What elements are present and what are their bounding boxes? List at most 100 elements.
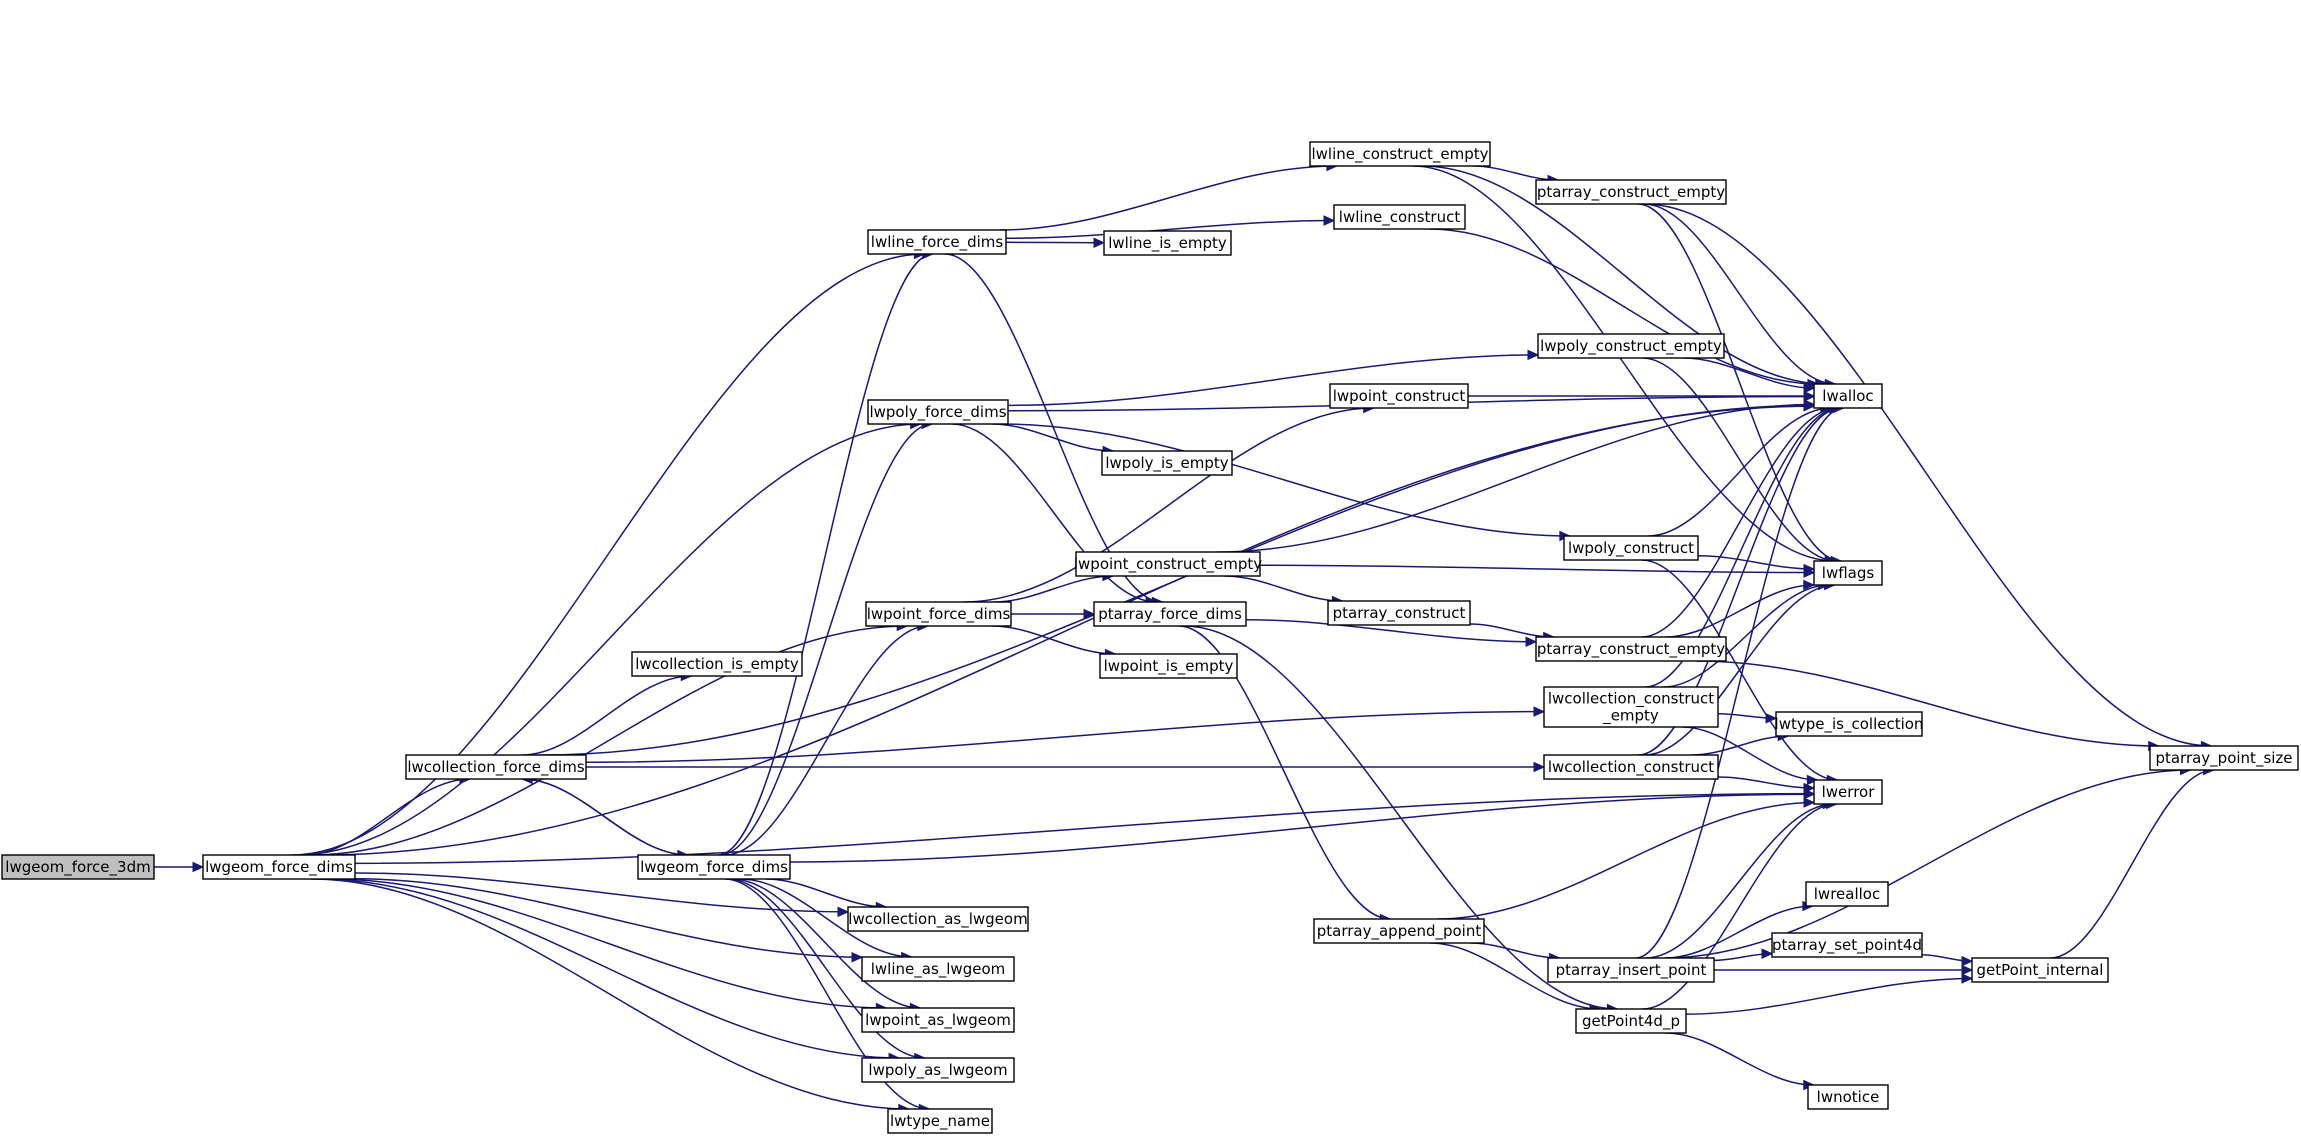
- node-box-lwtype_name[interactable]: [887, 1108, 993, 1134]
- node-lwcollection_construct[interactable]: lwcollection_construct: [1543, 754, 1719, 780]
- edge-lwline_construct-to-lwalloc: [1429, 228, 1818, 385]
- node-box-lwline_is_empty[interactable]: [1103, 230, 1232, 256]
- node-lwpoly_as_lwgeom[interactable]: lwpoly_as_lwgeom: [861, 1057, 1015, 1083]
- node-lwrealloc[interactable]: lwrealloc: [1805, 881, 1889, 907]
- node-getPoint4d_p[interactable]: getPoint4d_p: [1575, 1008, 1687, 1034]
- node-lwtype_name[interactable]: lwtype_name: [887, 1108, 993, 1134]
- node-lwpoly_is_empty[interactable]: lwpoly_is_empty: [1101, 450, 1233, 476]
- node-box-lwpoint_construct[interactable]: [1329, 383, 1469, 409]
- node-lwpoint_is_empty[interactable]: lwpoint_is_empty: [1099, 653, 1238, 679]
- node-label-lwcollection_is_empty: lwcollection_is_empty: [635, 655, 799, 674]
- node-box-lwpoint_construct_empty[interactable]: [1075, 551, 1261, 577]
- edge-lwcollection_construct-to-lwalloc: [1638, 407, 1841, 756]
- node-box-lwpoint_force_dims[interactable]: [865, 601, 1012, 627]
- node-box-lwnotice[interactable]: [1807, 1084, 1889, 1110]
- node-label-ptarray_insert_point: ptarray_insert_point: [1556, 961, 1707, 980]
- node-box-ptarray_construct_empty_top[interactable]: [1535, 179, 1727, 205]
- edge-ptarray_insert_point-to-lwerror: [1645, 803, 1834, 959]
- edge-lwgeom_force_dims_1-to-lwpoly_as_lwgeom: [317, 878, 900, 1059]
- node-ptarray_point_size[interactable]: ptarray_point_size: [2149, 745, 2299, 771]
- arrowhead-lwcollection_construct_empty-to-lwerror: [1806, 774, 1819, 786]
- node-ptarray_insert_point[interactable]: ptarray_insert_point: [1547, 957, 1715, 983]
- edge-lwgeom_force_dims_2-to-lwcollection_as_lwgeom: [765, 878, 887, 908]
- node-box-lwalloc[interactable]: [1813, 383, 1883, 409]
- node-box-lwtype_is_collection[interactable]: [1775, 711, 1923, 737]
- node-box-getPoint_internal[interactable]: [1971, 957, 2109, 983]
- arrowhead-ptarray_insert_point-to-getPoint_internal: [1961, 964, 1974, 976]
- node-ptarray_construct_empty_mid[interactable]: ptarray_construct_empty: [1535, 636, 1727, 662]
- node-box-lwline_as_lwgeom[interactable]: [861, 956, 1015, 982]
- node-box-ptarray_point_size[interactable]: [2149, 745, 2299, 771]
- edge-lwgeom_force_dims_1-to-lwpoint_as_lwgeom: [330, 878, 887, 1009]
- node-box-lwcollection_construct_empty[interactable]: [1543, 686, 1719, 728]
- node-lwline_as_lwgeom[interactable]: lwline_as_lwgeom: [861, 956, 1015, 982]
- node-lwpoint_construct_empty[interactable]: lwpoint_construct_empty: [1074, 551, 1262, 577]
- node-label-lwgeom_force_3dm: lwgeom_force_3dm: [5, 858, 150, 877]
- node-box-ptarray_construct_empty_mid[interactable]: [1535, 636, 1727, 662]
- node-box-lwpoly_construct_empty[interactable]: [1537, 333, 1725, 359]
- node-box-ptarray_force_dims[interactable]: [1093, 601, 1247, 627]
- arrowhead-lwgeom_force_dims_1-to-lwline_as_lwgeom: [851, 951, 864, 963]
- node-label-lwgeom_force_dims_1: lwgeom_force_dims: [205, 858, 353, 877]
- edge-lwpoly_construct-to-lwflags: [1697, 554, 1815, 570]
- node-box-lwcollection_as_lwgeom[interactable]: [847, 906, 1029, 932]
- node-box-ptarray_construct[interactable]: [1327, 600, 1471, 626]
- node-label-lwpoly_force_dims: lwpoly_force_dims: [869, 403, 1006, 422]
- node-lwpoly_construct_empty[interactable]: lwpoly_construct_empty: [1537, 333, 1725, 359]
- node-box-lwgeom_force_dims_2[interactable]: [637, 854, 791, 880]
- node-box-lwpoint_as_lwgeom[interactable]: [861, 1007, 1015, 1033]
- node-ptarray_append_point[interactable]: ptarray_append_point: [1313, 918, 1485, 944]
- node-lwpoly_construct[interactable]: lwpoly_construct: [1563, 535, 1699, 561]
- node-lwcollection_force_dims[interactable]: lwcollection_force_dims: [405, 754, 587, 780]
- node-lwpoint_construct[interactable]: lwpoint_construct: [1329, 383, 1469, 409]
- node-box-lwpoly_force_dims[interactable]: [867, 399, 1009, 425]
- node-box-lwline_construct_empty[interactable]: [1309, 141, 1491, 167]
- node-lwline_is_empty[interactable]: lwline_is_empty: [1103, 230, 1232, 256]
- node-box-lwpoly_as_lwgeom[interactable]: [861, 1057, 1015, 1083]
- node-lwalloc[interactable]: lwalloc: [1813, 383, 1883, 409]
- node-box-lwpoint_is_empty[interactable]: [1099, 653, 1238, 679]
- edge-lwgeom_force_dims_1-to-lwpoly_force_dims: [296, 423, 921, 856]
- node-lwgeom_force_dims_2[interactable]: lwgeom_force_dims: [637, 854, 791, 880]
- node-ptarray_construct_empty_top[interactable]: ptarray_construct_empty: [1535, 179, 1727, 205]
- node-box-getPoint4d_p[interactable]: [1575, 1008, 1687, 1034]
- node-box-ptarray_append_point[interactable]: [1313, 918, 1485, 944]
- node-box-lwcollection_force_dims[interactable]: [405, 754, 587, 780]
- node-box-lwpoly_is_empty[interactable]: [1101, 450, 1233, 476]
- node-lwcollection_is_empty[interactable]: lwcollection_is_empty: [631, 651, 803, 677]
- edge-ptarray_append_point-to-lwerror: [1437, 801, 1815, 920]
- node-lwgeom_force_dims_1[interactable]: lwgeom_force_dims: [202, 854, 356, 880]
- node-lwpoint_as_lwgeom[interactable]: lwpoint_as_lwgeom: [861, 1007, 1015, 1033]
- edge-lwpoly_force_dims-to-lwpoly_construct: [999, 423, 1570, 537]
- node-lwnotice[interactable]: lwnotice: [1807, 1084, 1889, 1110]
- node-box-ptarray_insert_point[interactable]: [1547, 957, 1715, 983]
- node-lwline_construct[interactable]: lwline_construct: [1333, 204, 1466, 230]
- node-box-lwpoly_construct[interactable]: [1563, 535, 1699, 561]
- node-box-lwline_construct[interactable]: [1333, 204, 1466, 230]
- node-lwcollection_construct_empty[interactable]: lwcollection_construct_empty: [1543, 686, 1719, 728]
- node-box-ptarray_set_point4d[interactable]: [1771, 932, 1923, 958]
- node-label-lwgeom_force_dims_2: lwgeom_force_dims: [640, 858, 788, 877]
- node-box-lwgeom_force_dims_1[interactable]: [202, 854, 356, 880]
- node-lwerror[interactable]: lwerror: [1813, 779, 1883, 805]
- node-ptarray_construct[interactable]: ptarray_construct: [1327, 600, 1471, 626]
- node-ptarray_force_dims[interactable]: ptarray_force_dims: [1093, 601, 1247, 627]
- node-lwcollection_as_lwgeom[interactable]: lwcollection_as_lwgeom: [847, 906, 1029, 932]
- node-box-lwgeom_force_3dm[interactable]: [1, 854, 155, 880]
- node-lwtype_is_collection[interactable]: lwtype_is_collection: [1775, 711, 1924, 737]
- node-lwgeom_force_3dm[interactable]: lwgeom_force_3dm: [1, 854, 155, 880]
- node-lwline_force_dims[interactable]: lwline_force_dims: [867, 229, 1007, 255]
- node-box-lwline_force_dims[interactable]: [867, 229, 1007, 255]
- node-getPoint_internal[interactable]: getPoint_internal: [1971, 957, 2109, 983]
- node-box-lwflags[interactable]: [1813, 560, 1883, 586]
- node-lwline_construct_empty[interactable]: lwline_construct_empty: [1309, 141, 1491, 167]
- node-box-lwcollection_construct[interactable]: [1543, 754, 1719, 780]
- node-box-lwcollection_is_empty[interactable]: [631, 651, 803, 677]
- edge-lwpoint_construct_empty-to-ptarray_construct: [1224, 575, 1343, 602]
- node-lwpoint_force_dims[interactable]: lwpoint_force_dims: [865, 601, 1012, 627]
- node-ptarray_set_point4d[interactable]: ptarray_set_point4d: [1771, 932, 1923, 958]
- node-lwpoly_force_dims[interactable]: lwpoly_force_dims: [867, 399, 1009, 425]
- node-box-lwrealloc[interactable]: [1805, 881, 1889, 907]
- node-box-lwerror[interactable]: [1813, 779, 1883, 805]
- node-lwflags[interactable]: lwflags: [1813, 560, 1883, 586]
